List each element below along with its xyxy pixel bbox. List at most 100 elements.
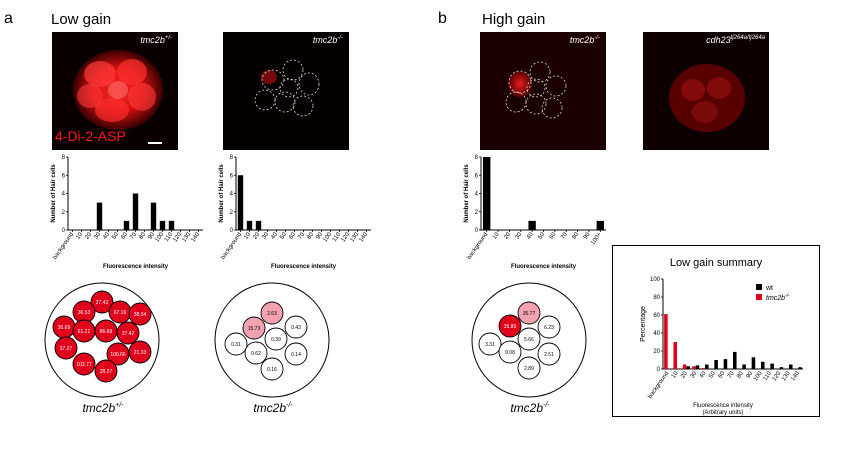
bar-20 [255, 220, 262, 230]
x-axis-sublabel: (Arbitrary units) [702, 410, 743, 416]
x-tick-label: 130 [781, 370, 792, 382]
y-tick-label: 6 [62, 173, 66, 179]
x-tick-label: 80 [306, 231, 315, 240]
x-tick-label: 140 [190, 231, 201, 243]
hair-cell-value: 0.43 [291, 325, 301, 331]
x-tick-label: 50 [537, 231, 546, 240]
y-axis-label: Number of Hair cells [51, 164, 57, 223]
hair-cell [517, 327, 541, 351]
hair-cell-value: 2.51 [544, 352, 554, 358]
hair-cell-value: 21.33 [134, 350, 147, 356]
micrograph-a-wt-label: tmc2b+/- [140, 35, 172, 45]
x-axis-label: Fluorescence intensity [271, 264, 337, 270]
x-tick-label: 60 [120, 231, 129, 240]
hair-cell-value: 28.27 [100, 369, 113, 375]
legend-label-tmc2b-sup: -/- [785, 293, 790, 299]
x-tick-label: 80 [736, 370, 745, 379]
bar-100+ [596, 220, 605, 230]
hair-cell [284, 342, 308, 366]
y-tick-label: 8 [230, 155, 234, 161]
bar-wt-130 [789, 364, 793, 369]
micrograph-a-wt-image [52, 32, 178, 150]
y-tick-label: 4 [475, 192, 479, 198]
x-tick-label: 60 [718, 370, 727, 379]
hair-cell [116, 321, 140, 345]
x-tick-label: 90 [746, 370, 755, 379]
hair-cell-value: 30.69 [58, 325, 71, 331]
hair-cell [242, 316, 266, 340]
hair-cell [224, 332, 248, 356]
y-tick-label: 2 [230, 210, 234, 216]
legend-swatch-tmc2b [756, 294, 762, 300]
bar-wt-20 [686, 366, 690, 369]
x-tick-label: 30 [93, 231, 102, 240]
y-tick-label: 100 [650, 277, 661, 283]
bar-tmc2b-background [664, 314, 668, 369]
hair-cell [90, 290, 114, 314]
x-tick-label: 110 [164, 231, 175, 243]
micrograph-b-mut-image [480, 32, 606, 150]
hair-cell-value: 61.21 [78, 329, 91, 335]
hair-cell-value: 67.16 [114, 310, 127, 316]
y-axis-label: Percentage [640, 306, 647, 342]
x-tick-label: 110 [332, 231, 343, 243]
x-tick-label: 20 [680, 370, 689, 379]
bar-wt-100 [761, 361, 765, 369]
x-tick-label: 60 [288, 231, 297, 240]
hair-cell [72, 352, 96, 376]
x-tick-label: 90 [315, 231, 324, 240]
y-tick-label: 0 [62, 228, 66, 234]
bar-90 [150, 202, 157, 230]
genotype-label-b-mut: tmc2b-/- [510, 401, 550, 415]
x-tick-label: 40 [270, 231, 279, 240]
bar-wt-110 [770, 363, 774, 369]
x-tick-label: 120 [172, 231, 183, 243]
hair-cell-value: 6.23 [544, 325, 554, 331]
hair-cell-value: 5.66 [524, 337, 534, 343]
x-tick-label: 10 [671, 370, 680, 379]
x-tick-label: 60 [549, 231, 558, 240]
micrograph-b-cdh23: cdh23tj264a/tj264a [643, 32, 769, 150]
bar-wt-80 [742, 364, 746, 369]
y-tick-label: 0 [230, 228, 234, 234]
micrograph-b-cdh23-label: cdh23tj264a/tj264a [706, 35, 765, 45]
x-tick-label: 20 [503, 231, 512, 240]
x-tick-label: 90 [147, 231, 156, 240]
dye-label: 4-Di-2-ASP [55, 128, 126, 144]
bar-background [482, 157, 491, 230]
bar-wt-30 [695, 365, 700, 369]
x-tick-label: background [52, 232, 75, 261]
bar-100 [159, 220, 166, 230]
bar-wt-70 [733, 351, 737, 369]
x-tick-label: 50 [111, 231, 120, 240]
hair-cell [478, 332, 502, 356]
hair-cell [128, 340, 152, 364]
bar-wt-120 [779, 367, 784, 369]
y-tick-label: 6 [230, 173, 234, 179]
micrograph-b-mut: tmc2b-/- [480, 32, 606, 150]
micrograph-a-mut: tmc2b-/- [223, 32, 349, 150]
x-tick-label: 70 [297, 231, 306, 240]
hair-cell-value: 37.27 [60, 346, 73, 352]
hair-cell-value: 15.73 [248, 326, 261, 332]
y-tick-label: 4 [62, 192, 66, 198]
hair-cell-value: 100.66 [110, 352, 126, 358]
x-tick-label: background [466, 232, 489, 261]
x-tick-label: 20 [84, 231, 93, 240]
hair-cell-value: 103.77 [76, 362, 92, 368]
y-tick-label: 40 [653, 331, 660, 337]
x-tick-label: 40 [102, 231, 111, 240]
bar-wt-60 [723, 359, 728, 369]
x-tick-label: 110 [763, 370, 774, 382]
legend-label-tmc2b: tmc2b-/- [766, 293, 790, 302]
hair-cell [264, 327, 288, 351]
summary-title: Low gain summary [670, 257, 763, 269]
x-tick-label: 100 [322, 231, 333, 243]
y-tick-label: 80 [653, 295, 660, 301]
hair-cell-value: 0.14 [291, 352, 301, 358]
panel-b-title: High gain [482, 11, 546, 28]
x-tick-label: 50 [708, 370, 717, 379]
hair-cell-value: 9.08 [505, 350, 515, 356]
x-tick-label: 130 [181, 231, 192, 243]
